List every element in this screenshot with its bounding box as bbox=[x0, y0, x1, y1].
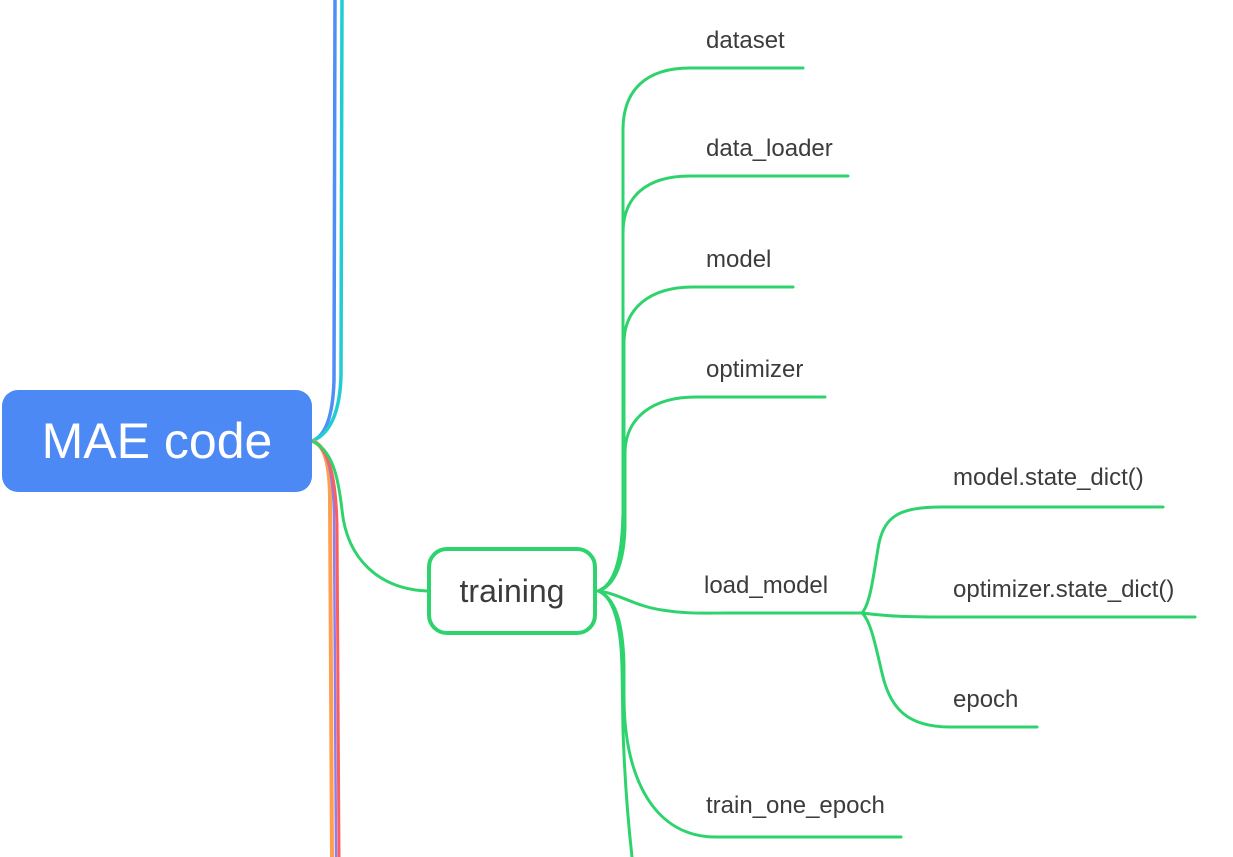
topic-optimizer[interactable]: optimizer bbox=[706, 356, 804, 383]
edge-root-to-training bbox=[310, 439, 429, 593]
collapsed-branch-orange-edge bbox=[310, 439, 334, 857]
edge-training-to-load-model bbox=[596, 589, 864, 615]
root-node-label: MAE code bbox=[41, 413, 273, 469]
edge-training-trunk-offscreen bbox=[596, 589, 634, 857]
collapsed-branch-cyan-edge bbox=[310, 0, 344, 443]
edge-load-model-to-epoch bbox=[860, 611, 1039, 729]
topic-load-model[interactable]: load_model bbox=[704, 572, 829, 599]
branch-node-training[interactable]: training bbox=[427, 547, 597, 635]
topic-epoch[interactable]: epoch bbox=[953, 686, 1019, 713]
edge-load-model-to-optimizer-state-dict bbox=[860, 611, 1197, 619]
topic-data-loader[interactable]: data_loader bbox=[706, 135, 833, 162]
edge-load-model-to-model-state-dict bbox=[860, 505, 1165, 615]
edge-training-to-train-one-epoch bbox=[596, 589, 903, 839]
topic-train-one-epoch[interactable]: train_one_epoch bbox=[706, 792, 885, 819]
training-node-label: training bbox=[459, 572, 565, 609]
topic-dataset[interactable]: dataset bbox=[706, 27, 785, 54]
topic-model[interactable]: model bbox=[706, 246, 772, 273]
topic-model-state-dict[interactable]: model.state_dict() bbox=[953, 464, 1144, 491]
topic-optimizer-state-dict[interactable]: optimizer.state_dict() bbox=[953, 576, 1175, 603]
edge-training-to-optimizer bbox=[596, 395, 827, 593]
collapsed-branch-blue-edge bbox=[310, 0, 337, 443]
root-node-mae-code[interactable]: MAE code bbox=[2, 390, 312, 492]
